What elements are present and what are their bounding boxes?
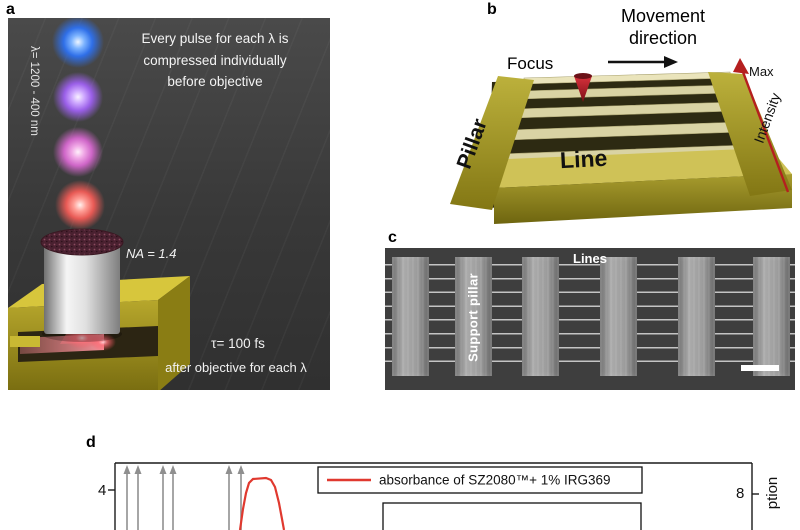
sem-support-pillar [392,257,429,376]
lines-label: Lines [573,251,607,266]
wavelength-arrow [169,465,177,530]
panel-c-label: c [388,229,397,246]
legend-box-2 [382,502,642,530]
focus-label: Focus [507,54,554,73]
panel-a-caption: Every pulse for each λ is compressed ind… [141,31,289,90]
laser-pulse-blue [52,18,104,68]
scale-bar [741,365,779,371]
wavelength-arrow [123,465,131,530]
wavelength-arrow [159,465,167,530]
right-pillar [708,72,792,196]
panel-d-label: d [86,434,96,451]
right-axis-title-fragment: ption [764,477,781,510]
panel-a-illustration: Every pulse for each λ is compressed ind… [8,18,330,390]
line-label: Line [559,144,608,174]
sem-support-pillar [600,257,637,376]
gold-pin [10,336,40,347]
laser-focus-cone [574,73,592,102]
sem-support-pillar [678,257,715,376]
panel-b-label: b [487,1,497,18]
legend-box: absorbance of SZ2080™+ 1% IRG369 [317,466,643,494]
laser-pulse-red [55,180,105,230]
panel-b-graphics [450,56,792,224]
numerical-aperture-label: NA = 1.4 [126,246,177,261]
laser-pulse-violet [53,72,103,122]
sem-support-pillar [522,257,559,376]
sem-image: Support pillar Lines [385,248,795,390]
absorbance-curve [238,476,286,530]
front-line-bar [484,148,792,224]
legend-label: absorbance of SZ2080™+ 1% IRG369 [379,473,611,488]
laser-pulse-pink [53,127,103,177]
movement-direction-arrow [608,56,678,68]
movement-direction-label: Movement direction [620,6,706,48]
left-axis-tick-label: 4 [98,482,106,499]
laser-pulses [52,18,105,230]
absorbance-chart: 4 8 ption absorbance of SZ2080™+ 1% IRG3… [98,462,781,530]
pulse-duration-label: τ= 100 fs [211,336,265,351]
intensity-arrow [733,58,790,193]
support-pillar-label: Support pillar [465,273,481,362]
pulse-duration-sublabel: after objective for each λ [165,360,307,375]
photoresist-drop [40,228,124,256]
panel-a-label: a [6,1,15,18]
right-axis-tick-label: 8 [736,485,744,502]
plot-frame [108,462,759,530]
panel-a-graphics [8,18,190,390]
wavelength-arrow [134,465,142,530]
sem-support-pillar [455,257,492,376]
objective-lens [40,228,124,342]
left-pillar [450,76,534,210]
sem-support-pillar [753,257,790,376]
wavelength-arrow [225,465,233,530]
wavelength-range-label: λ= 1200 - 400 nm [28,46,40,136]
intensity-max-label: Max [749,64,774,79]
sem-suspended-lines [385,264,795,374]
